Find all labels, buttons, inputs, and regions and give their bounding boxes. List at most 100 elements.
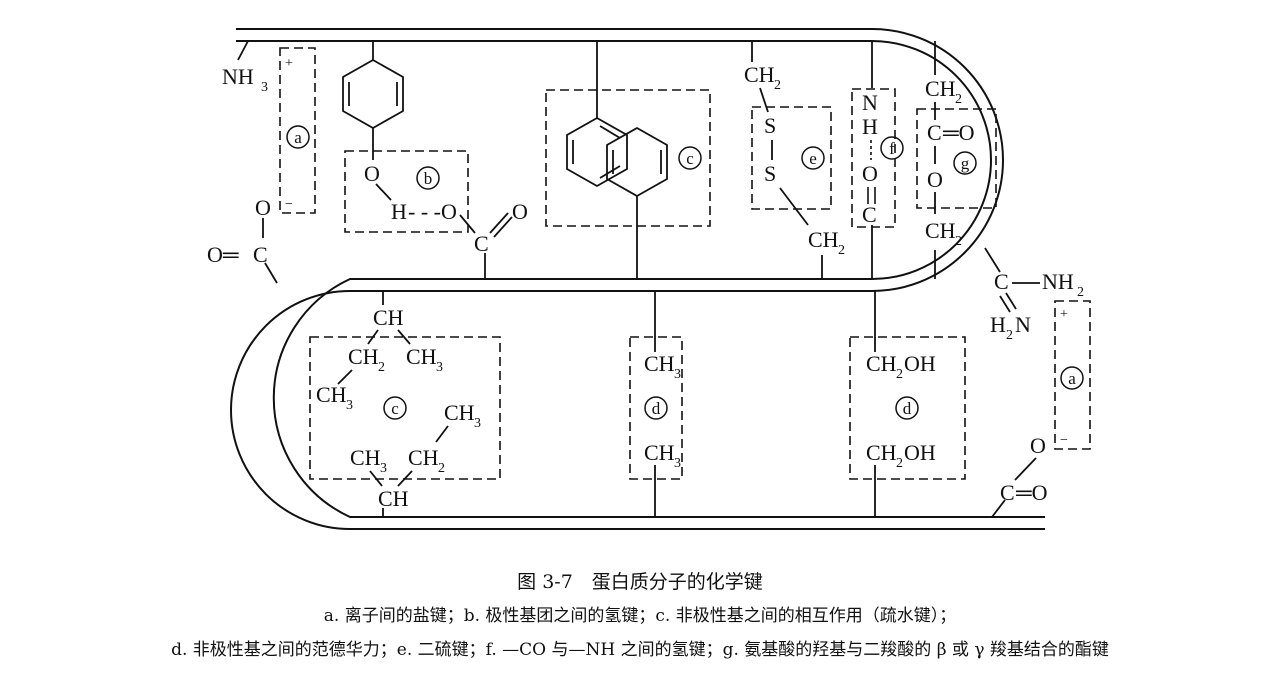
backbone-chain <box>230 28 1045 530</box>
imino-group: H <box>990 312 1006 337</box>
nitrogen-atom: N <box>862 90 878 115</box>
svg-text:CH: CH <box>866 440 897 465</box>
svg-text:3: 3 <box>261 80 268 95</box>
svg-text:d: d <box>903 399 912 418</box>
hydrogen-atom: H <box>862 114 878 139</box>
marker-c-top: c <box>678 146 702 170</box>
marker-b: b <box>416 166 440 190</box>
plus-charge: + <box>1060 307 1068 322</box>
h-bond-dash: - - -O <box>408 199 457 224</box>
svg-text:2: 2 <box>774 78 781 93</box>
figure-legend-line-1: a. 离子间的盐键；b. 极性基团之间的氢键；c. 非极性基之间的相互作用（疏水… <box>323 606 957 626</box>
svg-text:CH: CH <box>373 305 404 330</box>
sulfur-atom: S <box>764 161 776 186</box>
van-der-waals-methyl: CH 3 CH 3 <box>644 351 681 471</box>
svg-text:C: C <box>927 120 942 145</box>
hydrophobic-chains: CH CH 2 CH 3 CH 3 CH 3 CH 3 CH 2 CH <box>316 305 481 511</box>
marker-a-right: a <box>1060 366 1084 390</box>
svg-text:3: 3 <box>674 456 681 471</box>
aromatic-rings <box>566 116 668 198</box>
ester-bond: CH 2 C ═O O CH 2 <box>925 76 974 249</box>
svg-text:3: 3 <box>436 360 443 375</box>
svg-text:CH: CH <box>378 486 409 511</box>
svg-text:CH: CH <box>406 344 437 369</box>
svg-text:CH: CH <box>644 440 675 465</box>
svg-text:c: c <box>686 149 694 168</box>
svg-text:a: a <box>1068 369 1076 388</box>
svg-text:CH: CH <box>350 445 381 470</box>
side-chain-stems <box>237 40 1006 518</box>
svg-text:CH: CH <box>925 76 956 101</box>
marker-g: g <box>953 151 977 175</box>
nh3-group: NH <box>222 64 254 89</box>
svg-text:2: 2 <box>378 360 385 375</box>
svg-text:OH: OH <box>904 440 936 465</box>
minus-charge: − <box>1060 433 1068 448</box>
svg-text:3: 3 <box>346 398 353 413</box>
svg-text:d: d <box>652 399 661 418</box>
svg-text:CH: CH <box>744 62 775 87</box>
svg-text:2: 2 <box>838 243 845 258</box>
svg-text:CH: CH <box>316 382 347 407</box>
svg-text:N: N <box>1015 312 1031 337</box>
svg-text:CH: CH <box>925 218 956 243</box>
svg-text:c: c <box>391 399 399 418</box>
svg-text:O: O <box>927 167 943 192</box>
svg-text:3: 3 <box>674 367 681 382</box>
marker-e: e <box>801 146 825 170</box>
svg-text:CH: CH <box>866 351 897 376</box>
svg-text:f: f <box>889 139 895 158</box>
svg-text:g: g <box>961 154 970 173</box>
svg-text:CH: CH <box>348 344 379 369</box>
svg-text:CH: CH <box>444 400 475 425</box>
svg-text:2: 2 <box>896 456 903 471</box>
svg-text:2: 2 <box>955 234 962 249</box>
svg-text:2: 2 <box>1077 285 1084 300</box>
svg-text:C: C <box>994 269 1009 294</box>
hydrogen-atom: H <box>391 199 407 224</box>
marker-a-left: a <box>286 125 310 149</box>
salt-bond-right: C NH 2 H 2 N + − O C ═O <box>990 269 1084 505</box>
phenol-oxygen: O <box>364 161 380 186</box>
svg-text:a: a <box>294 128 302 147</box>
plus-charge: + <box>285 56 293 71</box>
svg-text:CH: CH <box>644 351 675 376</box>
svg-text:2: 2 <box>896 367 903 382</box>
minus-charge: − <box>285 197 293 212</box>
marker-f: f <box>880 136 904 160</box>
amino-group: NH <box>1042 269 1074 294</box>
svg-text:C: C <box>862 202 877 227</box>
svg-text:C: C <box>474 231 489 256</box>
carbonyl-group: O═ <box>207 242 239 267</box>
figure-legend-line-2: d. 非极性基之间的范德华力；e. 二硫键；f. —CO 与—NH 之间的氢键；… <box>171 640 1109 660</box>
svg-text:OH: OH <box>904 351 936 376</box>
protein-bond-diagram: NH 3 + − O O═ C O H - - -O C O CH <box>207 28 1091 530</box>
sulfur-atom: S <box>764 113 776 138</box>
svg-text:e: e <box>809 149 817 168</box>
van-der-waals-hydroxymethyl: CH 2 OH CH 2 OH <box>866 351 936 471</box>
svg-text:O: O <box>1030 433 1046 458</box>
svg-text:b: b <box>424 169 433 188</box>
svg-text:CH: CH <box>408 445 439 470</box>
co-nh-hydrogen-bond: N H O C <box>862 90 878 227</box>
marker-d-right: d <box>895 396 919 420</box>
figure-title: 图 3-7 蛋白质分子的化学键 <box>517 571 763 593</box>
svg-text:2: 2 <box>955 92 962 107</box>
svg-text:═O: ═O <box>942 120 974 145</box>
svg-text:2: 2 <box>438 461 445 476</box>
salt-bond-left: NH 3 + − O O═ C <box>207 56 293 267</box>
oxygen-atom: O <box>255 195 271 220</box>
svg-text:2: 2 <box>1006 328 1013 343</box>
marker-c-bottom: c <box>383 396 407 420</box>
svg-text:O: O <box>512 199 528 224</box>
interaction-boxes <box>279 47 1091 480</box>
disulfide-bond: CH 2 S S CH 2 <box>744 62 845 258</box>
svg-text:CH: CH <box>808 227 839 252</box>
svg-text:═O: ═O <box>1015 480 1047 505</box>
svg-text:O: O <box>862 161 878 186</box>
marker-d-left: d <box>644 396 668 420</box>
hydrogen-bond-polar <box>342 58 513 238</box>
svg-text:C: C <box>1000 480 1015 505</box>
svg-text:3: 3 <box>474 416 481 431</box>
svg-text:C: C <box>253 242 268 267</box>
